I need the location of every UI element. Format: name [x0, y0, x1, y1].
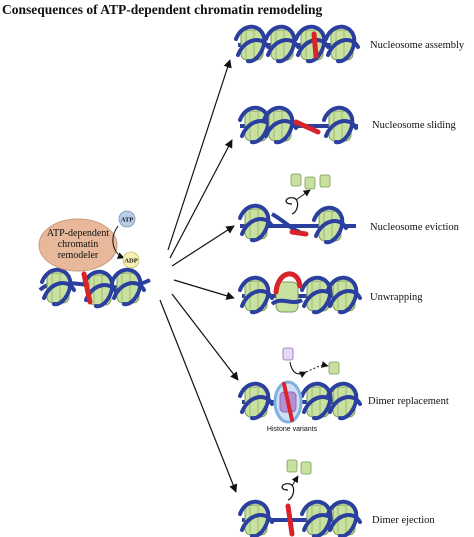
figure-title: Consequences of ATP-dependent chromatin … [2, 2, 323, 17]
remodeler-label-line-3: remodeler [58, 250, 99, 261]
arrow-to-dimer-replacement [171, 293, 239, 381]
atp-label: ATP [121, 217, 134, 224]
adp-label: ADP [124, 258, 137, 265]
atp-bubble [118, 210, 136, 228]
outcome-label-dimer-ejection: Dimer ejection [372, 515, 435, 526]
remodeler-label-line-2: chromatin [58, 239, 99, 250]
outcome-assembly-illustration [234, 24, 360, 64]
adp-bubble [122, 251, 140, 269]
arrow-to-sliding [169, 139, 233, 259]
outcome-sliding-illustration [238, 105, 358, 145]
histone-variants-label: Histone variants [267, 426, 318, 433]
remodeler-complex: ATP-dependent chromatin remodeler ATP AD… [38, 210, 151, 309]
arrow-to-unwrapping [173, 279, 235, 300]
outcome-dimer-replacement-illustration: Histone variants [238, 347, 362, 433]
outcome-label-sliding: Nucleosome sliding [372, 120, 456, 131]
remodeler-label-line-1: ATP-dependent [47, 228, 109, 239]
remodeler-blob [38, 218, 118, 272]
outcome-label-eviction: Nucleosome eviction [370, 222, 459, 233]
arrow-to-dimer-ejection [159, 299, 238, 493]
outcome-label-assembly: Nucleosome assembly [370, 40, 465, 51]
outcome-label-dimer-replacement: Dimer replacement [368, 396, 449, 407]
outcome-unwrapping-illustration [238, 271, 362, 315]
arrow-to-eviction [171, 225, 235, 267]
outcome-dimer-ejection-illustration [238, 459, 362, 537]
outcome-label-unwrapping: Unwrapping [370, 292, 423, 303]
outcome-eviction-illustration [238, 173, 356, 245]
arrow-to-assembly [167, 59, 232, 251]
arrows [159, 59, 239, 493]
